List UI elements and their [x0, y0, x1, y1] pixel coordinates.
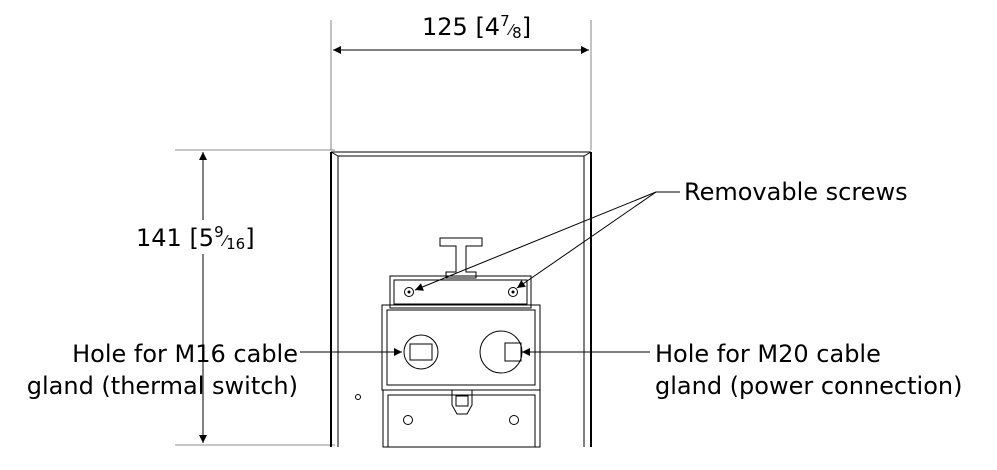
m16-label-line1: Hole for M16 cable	[72, 340, 298, 368]
width-dimension-value: 125 [47⁄8]	[422, 12, 531, 42]
hole-m20-icon	[479, 330, 523, 374]
bracket-inner	[393, 279, 528, 305]
height-dimension-value: 141 [59⁄16]	[136, 223, 255, 253]
din-rail-profile	[439, 237, 483, 279]
screws-leader-right	[516, 191, 657, 289]
lower-plate	[382, 389, 541, 448]
width-dimension: 125 [47⁄8]	[330, 12, 592, 150]
lower-hole-left-icon	[403, 415, 413, 425]
housing-body	[330, 151, 592, 447]
mounting-bracket	[389, 275, 532, 309]
hole-m16-insert	[409, 343, 433, 361]
bracket-plate	[389, 275, 532, 309]
callout-m20-hole: Hole for M20 cable gland (power connecti…	[522, 340, 962, 400]
gland-box-inner	[386, 309, 536, 386]
lower-hole-right-icon	[509, 415, 519, 425]
callout-removable-screws: Removable screws	[414, 178, 908, 291]
screw-left-icon	[404, 287, 414, 297]
lower-plate-inner	[387, 394, 536, 448]
ground-stud-nut	[455, 395, 469, 407]
height-label-background	[130, 220, 280, 254]
screws-leader-left	[414, 191, 657, 291]
housing-small-hole	[355, 394, 361, 400]
m20-label-line2: gland (power connection)	[655, 372, 962, 400]
screw-left-center	[407, 290, 411, 294]
m20-label-line1: Hole for M20 cable	[655, 340, 881, 368]
gland-box-outline	[381, 304, 541, 391]
gland-box	[381, 304, 541, 391]
lower-plate-outline	[382, 389, 541, 448]
screw-right-center	[511, 290, 515, 294]
ground-stud-outline	[451, 390, 473, 415]
height-dimension: 141 [59⁄16]	[130, 149, 335, 446]
housing-corner-right	[583, 151, 592, 157]
screws-label: Removable screws	[684, 178, 908, 206]
screw-right-icon	[508, 287, 518, 297]
m16-label-line2: gland (thermal switch)	[27, 372, 298, 400]
callout-m16-hole: Hole for M16 cable gland (thermal switch…	[27, 340, 402, 400]
housing-corner-left	[330, 151, 339, 157]
din-rail-outline	[439, 237, 483, 279]
hole-m20-insert	[504, 342, 522, 362]
hole-m16-icon	[403, 334, 439, 370]
